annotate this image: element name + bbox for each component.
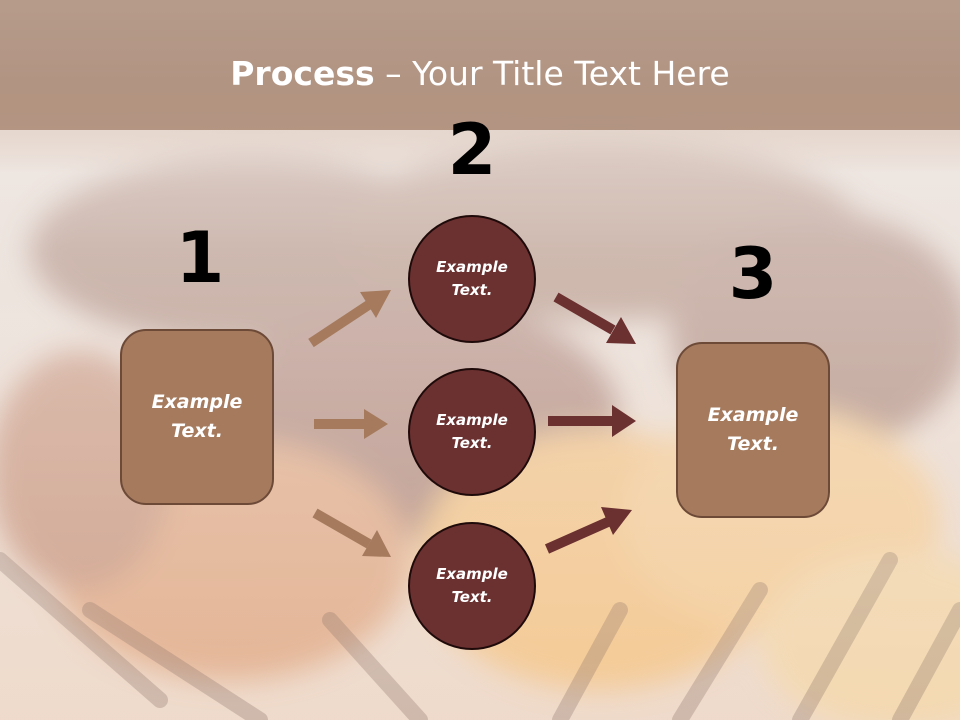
step-2-circle-bottom: Example Text. — [408, 522, 536, 650]
title-bold: Process — [230, 54, 375, 93]
arrow-middle-to-3 — [548, 405, 636, 437]
slide-title: Process – Your Title Text Here — [0, 52, 960, 96]
arrow-top-to-3 — [553, 292, 636, 344]
arrow-1-to-top — [308, 290, 391, 348]
arrow-1-to-middle — [314, 409, 388, 439]
step-number-2: 2 — [447, 109, 497, 191]
arrow-bottom-to-3 — [544, 507, 632, 554]
step-number-3: 3 — [728, 233, 778, 315]
title-rest: – Your Title Text Here — [374, 54, 730, 93]
step-number-1: 1 — [175, 217, 225, 299]
step-2-circle-top: Example Text. — [408, 215, 536, 343]
arrow-1-to-bottom — [312, 508, 391, 557]
step-3-box: Example Text. — [676, 342, 830, 518]
step-1-box: Example Text. — [120, 329, 274, 505]
step-2-circle-middle: Example Text. — [408, 368, 536, 496]
